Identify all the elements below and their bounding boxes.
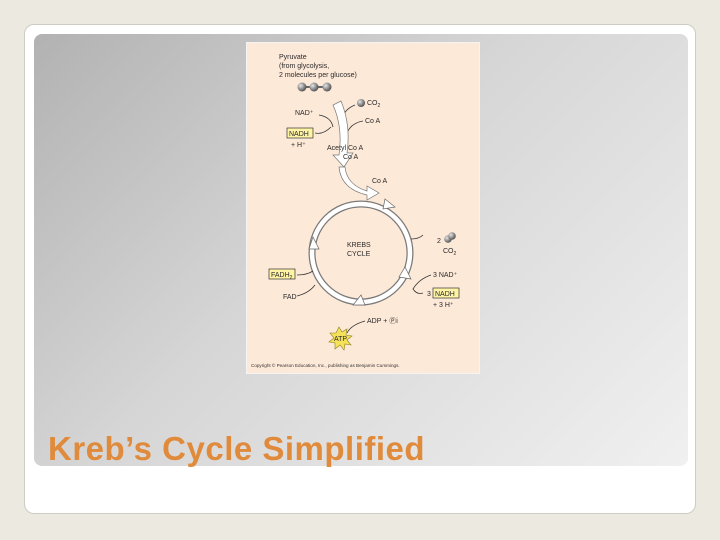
krebs-cycle-label-second-line: CYCLE [347,251,371,258]
nad-plus-label: NAD⁺ [295,110,314,117]
three-nad-plus-label: 3 NAD⁺ [433,272,458,279]
co2-molecule-icon [357,99,365,107]
fadh2-label: FADH2 [271,272,293,281]
three-h-plus-label: + 3 H⁺ [433,302,454,309]
coa-arrow-icon [347,121,363,133]
three-nadh-prefix: 3 [427,291,431,298]
co2-right-label: CO2 [443,248,457,257]
acetyl-coa-group-label: Co A [343,154,359,161]
cycle-arrowhead-icon [383,199,395,209]
co2-right-count: 2 [437,238,441,245]
krebs-cycle-label: KREBS [347,242,371,249]
three-nadh-label: NADH [435,291,455,298]
h-plus-top-label: + H⁺ [291,142,306,149]
fadh2-arrow-icon [297,271,313,275]
coa-enter-label: Co A [372,178,388,185]
krebs-cycle-diagram: Pyruvate (from glycolysis, 2 molecules p… [246,42,480,374]
krebs-cycle-figure: Pyruvate (from glycolysis, 2 molecules p… [247,43,479,373]
atp-label: ATP [334,336,347,343]
co2-release-arrow-icon [411,235,423,239]
acetyl-coa-label: Acetyl Co A [327,145,364,152]
coa-in-label: Co A [365,118,381,125]
slide-title: Kreb’s Cycle Simplified [48,430,425,468]
atp-arrow-icon [347,321,365,333]
fad-arrow-icon [297,285,315,296]
co2-top-label: CO2 [367,100,381,109]
pyruvate-source-label: (from glycolysis, [279,63,329,70]
fad-label: FAD [283,294,297,301]
copyright-text: Copyright © Pearson Education, Inc., pub… [251,362,400,368]
pyruvate-molecule [298,83,332,92]
pyruvate-label: Pyruvate [279,54,307,61]
co2-molecule-icon [448,232,456,240]
nadh-top-label: NADH [289,131,309,138]
nad-arrow-icon [319,115,333,127]
adp-pi-label: ADP + Ⓟi [367,317,398,325]
pyruvate-count-label: 2 molecules per glucose) [279,72,357,79]
nadh-arrow-icon [315,127,331,133]
